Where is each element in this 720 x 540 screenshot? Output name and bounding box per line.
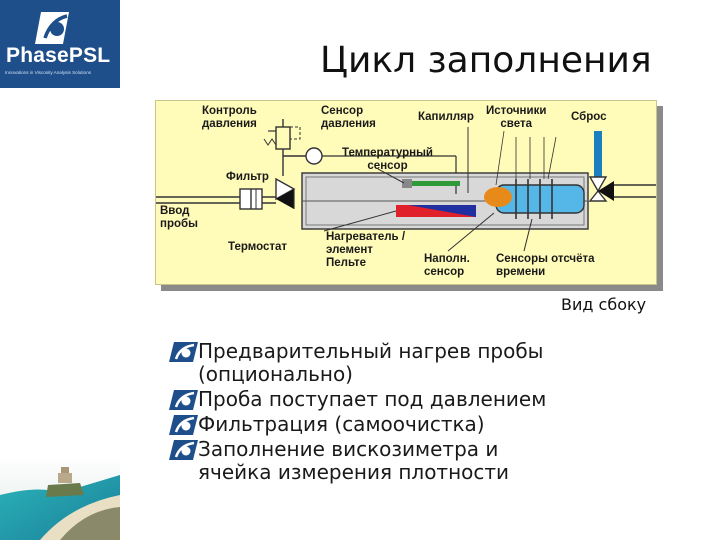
timing-sensor-pointer	[523, 218, 533, 252]
label-heater: Нагреватель / элемент Пельте	[326, 231, 406, 269]
measurement-cell	[484, 130, 585, 219]
branding-sidebar: PhasePSL Innovations in Viscosity Analys…	[0, 0, 120, 540]
inlet-valve	[275, 177, 296, 209]
pressure-sensor-gauge	[305, 147, 323, 165]
diagram-caption: Вид сбоку	[561, 295, 647, 314]
drain-valve	[588, 131, 656, 202]
pressure-control-valve	[263, 119, 301, 150]
phasepsl-bullet-icon	[169, 390, 198, 410]
temperature-sensor	[377, 168, 460, 188]
bullet-item: Заполнение вискозиметра и ячейка измерен…	[168, 438, 708, 484]
bullet-text: Проба поступает под давлением	[198, 387, 547, 411]
bullet-item: Проба поступает под давлением	[168, 388, 708, 411]
inlet-tube	[156, 188, 276, 210]
fill-sensor-pointer	[447, 212, 495, 252]
brand-bar: PhasePSL Innovations in Viscosity Analys…	[0, 0, 120, 88]
filling-cycle-diagram: Контроль давления Сенсор давления Капилл…	[155, 100, 657, 285]
coast-photo-image	[0, 455, 120, 540]
phasepsl-bullet-icon	[169, 342, 198, 362]
phasepsl-logo-icon	[35, 12, 69, 44]
label-drain: Сброс	[571, 111, 607, 123]
bullet-text: Фильтрация (самоочистка)	[198, 412, 485, 436]
bullet-text: Заполнение вискозиметра и ячейка измерен…	[198, 437, 510, 484]
brand-tagline: Innovations in Viscosity Analysis Soluti…	[5, 70, 91, 75]
label-pressure-sensor: Сенсор давления	[321, 105, 376, 130]
label-capillary: Капилляр	[418, 111, 474, 123]
label-pressure-control: Контроль давления	[202, 105, 257, 130]
brand-name: PhasePSL	[6, 44, 111, 67]
label-timing-sensors: Сенсоры отсчёта времени	[496, 253, 595, 278]
bullet-text: Предварительный нагрев пробы (опциональн…	[198, 339, 544, 386]
label-temperature-sensor: Температурный сенсор	[342, 147, 433, 172]
phasepsl-bullet-icon	[169, 415, 198, 435]
label-thermostat: Термостат	[228, 241, 288, 253]
page-title: Цикл заполнения	[320, 40, 652, 81]
label-light-sources: Источники света	[486, 105, 547, 130]
bullet-item: Фильтрация (самоочистка)	[168, 413, 708, 436]
diagram-drawing	[156, 119, 656, 252]
bullet-item: Предварительный нагрев пробы (опциональн…	[168, 340, 708, 386]
phasepsl-bullet-icon	[169, 440, 198, 460]
light-source-orange	[484, 187, 512, 207]
peltier-element	[323, 205, 476, 232]
bullet-list: Предварительный нагрев пробы (опциональн…	[168, 340, 708, 486]
label-fill-sensor: Наполн. сенсор	[424, 253, 470, 278]
label-filter: Фильтр	[226, 171, 269, 183]
capillary-tube	[455, 127, 469, 194]
label-sample-input: Ввод пробы	[160, 205, 198, 230]
